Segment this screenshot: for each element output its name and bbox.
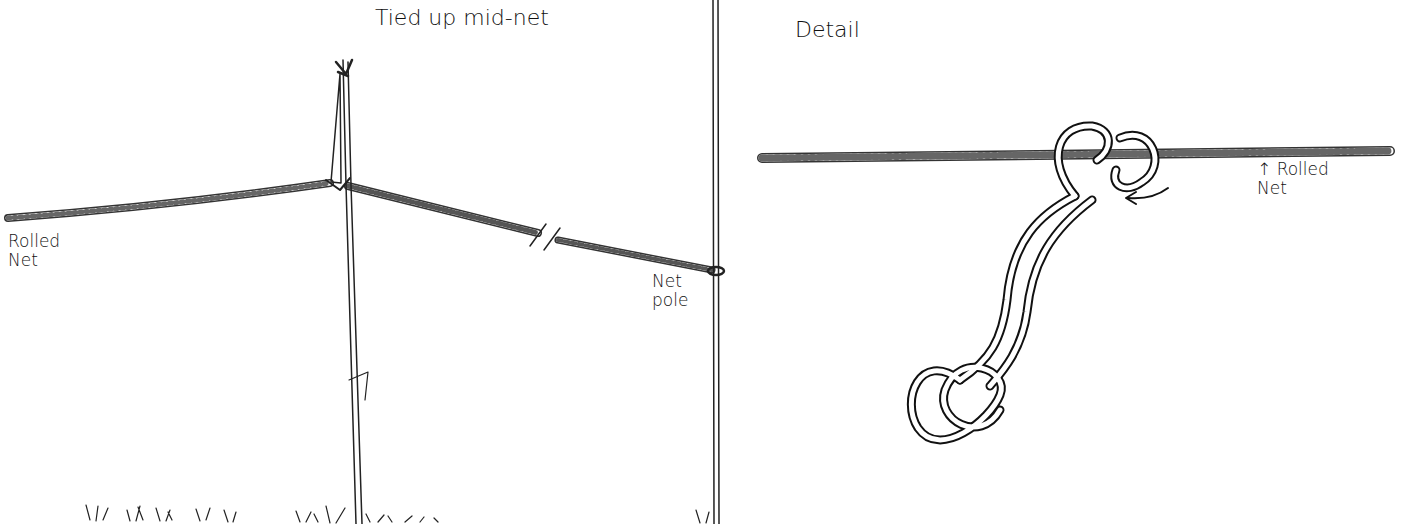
mid-net-stick (326, 60, 368, 524)
knot (911, 126, 1168, 440)
detail-rolled-net (762, 151, 1390, 158)
label-text: Net pole (652, 272, 708, 309)
rolled-net (8, 183, 712, 270)
grass (86, 505, 709, 523)
label-text: Rolled Net (8, 232, 78, 269)
label-text: Tied up mid-net (375, 6, 635, 30)
label-text: ↑ Rolled Net (1257, 160, 1349, 197)
label-text: Detail (795, 18, 915, 42)
net-pole (708, 0, 724, 524)
